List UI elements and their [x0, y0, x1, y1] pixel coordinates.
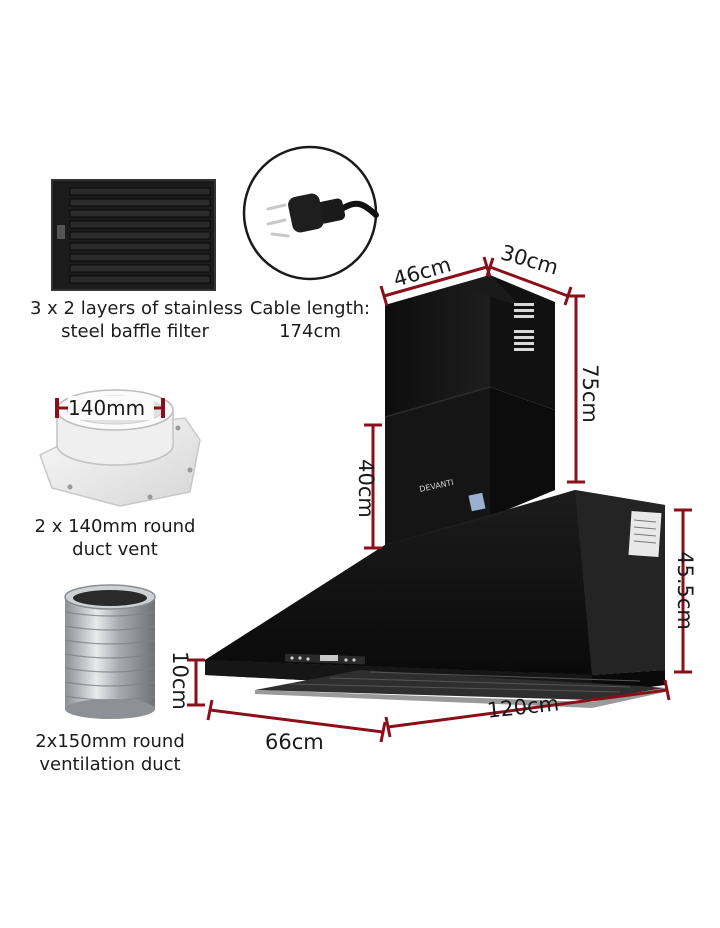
caption-line: Cable length: — [249, 298, 371, 319]
ventilation-duct-caption: 2x150mm round ventilation duct — [20, 730, 200, 776]
dimension-front-height: 10cm — [167, 651, 192, 710]
duct-vent-caption: 2 x 140mm round duct vent — [20, 515, 210, 561]
dimension-canopy-height: 45.5cm — [672, 551, 697, 630]
caption-line: 2 x 140mm round — [34, 516, 196, 537]
duct-vent-image — [39, 389, 201, 507]
cable-length-caption: Cable length: 174cm — [245, 297, 375, 343]
dimension-chimney-upper: 75cm — [577, 364, 602, 423]
dimension-lines — [187, 256, 692, 743]
caption-line: 174cm — [279, 321, 341, 342]
dimension-depth-bottom: 66cm — [265, 730, 324, 754]
plug-image — [242, 145, 379, 281]
caption-line: duct vent — [72, 539, 158, 560]
baffle-filter-caption: 3 x 2 layers of stainless steel baffle f… — [30, 297, 243, 343]
control-panel — [284, 653, 366, 665]
range-hood-image: DEVANTI — [205, 275, 665, 708]
caption-line: steel baffle filter — [61, 321, 209, 342]
ventilation-duct-image — [64, 584, 156, 719]
dimension-chimney-lower: 40cm — [353, 459, 378, 518]
baffle-filter-image — [51, 179, 216, 291]
caption-line: 3 x 2 layers of stainless — [30, 298, 243, 319]
caption-line: ventilation duct — [39, 754, 181, 775]
caption-line: 2x150mm round — [35, 731, 185, 752]
duct-vent-diameter-label: 140mm — [68, 396, 146, 420]
